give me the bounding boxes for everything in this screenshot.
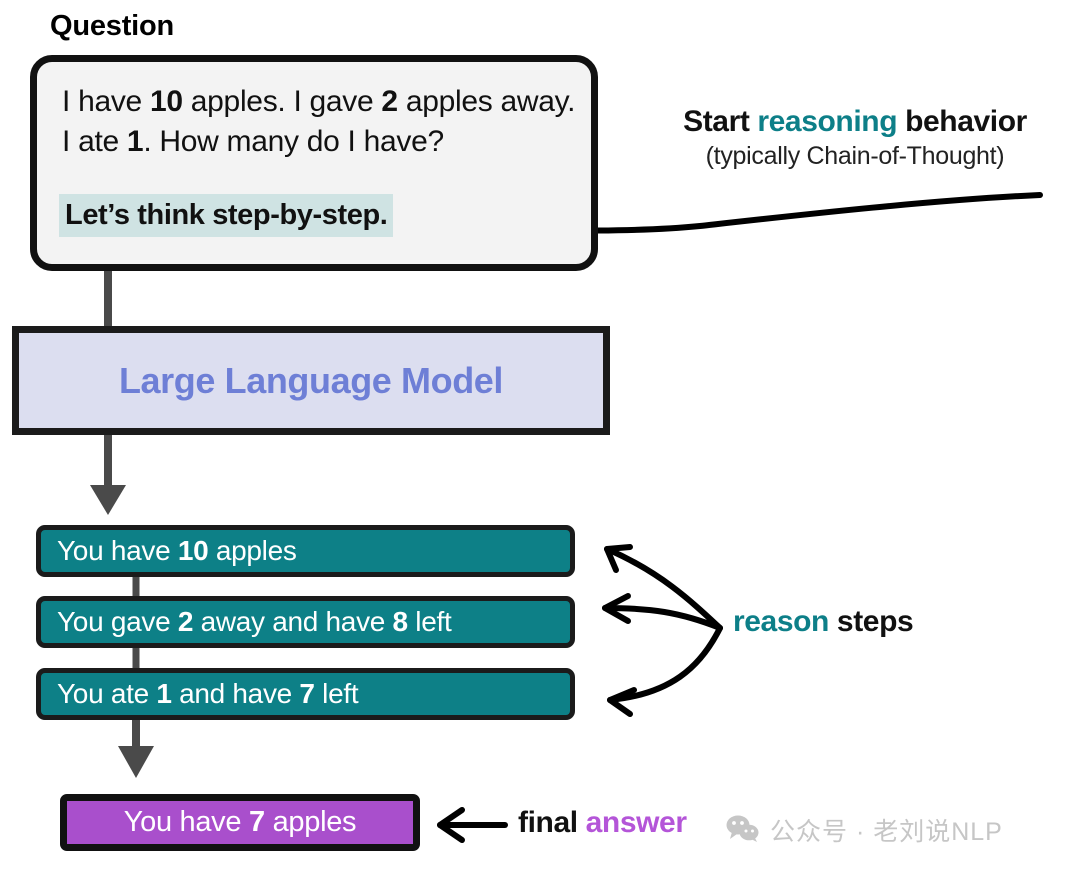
watermark-text: 公众号 · 老刘说NLP — [770, 818, 1003, 846]
chain-of-thought-trigger-highlight: Let’s think step-by-step. — [59, 194, 394, 237]
start-reasoning-accent: reasoning — [757, 105, 898, 138]
reason-step-text-1: You have 10 apples — [57, 535, 297, 566]
start-reasoning-headline: Start reasoning behavior — [640, 105, 1070, 139]
final-answer-text: You have 7 apples — [123, 806, 357, 838]
reason-steps-rest: steps — [828, 605, 914, 638]
watermark: 公众号 · 老刘说NLP — [726, 812, 1003, 848]
arrow-final-answer — [437, 807, 508, 843]
final-answer-pre: final — [518, 806, 586, 839]
final-answer-box: You have 7 apples — [60, 794, 420, 851]
reason-steps-accent: reason — [733, 605, 829, 638]
start-reasoning-post: behavior — [897, 105, 1027, 138]
arrow-reason-steps — [602, 544, 723, 717]
reason-steps-annotation: reason steps — [733, 605, 914, 639]
large-language-model-box: Large Language Model — [12, 326, 610, 435]
llm-box-label: Large Language Model — [118, 359, 504, 401]
final-answer-annotation: final answer — [518, 806, 687, 840]
question-prompt-text: I have 10 apples. I gave 2 apples away. … — [62, 85, 576, 158]
wechat-icon — [726, 814, 760, 847]
reason-step-text-3: You ate 1 and have 7 left — [57, 678, 359, 709]
start-reasoning-pre: Start — [683, 105, 758, 138]
question-box: I have 10 apples. I gave 2 apples away. … — [30, 55, 598, 271]
connector-steps-to-answer — [118, 717, 154, 778]
connector-llm-to-steps — [90, 435, 126, 515]
reason-step-box-3: You ate 1 and have 7 left — [36, 668, 575, 720]
question-label: Question — [50, 10, 175, 42]
start-reasoning-annotation: Start reasoning behavior (typically Chai… — [640, 105, 1070, 171]
final-answer-accent: answer — [585, 806, 687, 839]
reason-step-box-1: You have 10 apples — [36, 525, 575, 577]
start-reasoning-subtext: (typically Chain-of-Thought) — [705, 142, 1005, 170]
reason-step-text-2: You gave 2 away and have 8 left — [57, 606, 452, 637]
reason-step-box-2: You gave 2 away and have 8 left — [36, 596, 575, 648]
